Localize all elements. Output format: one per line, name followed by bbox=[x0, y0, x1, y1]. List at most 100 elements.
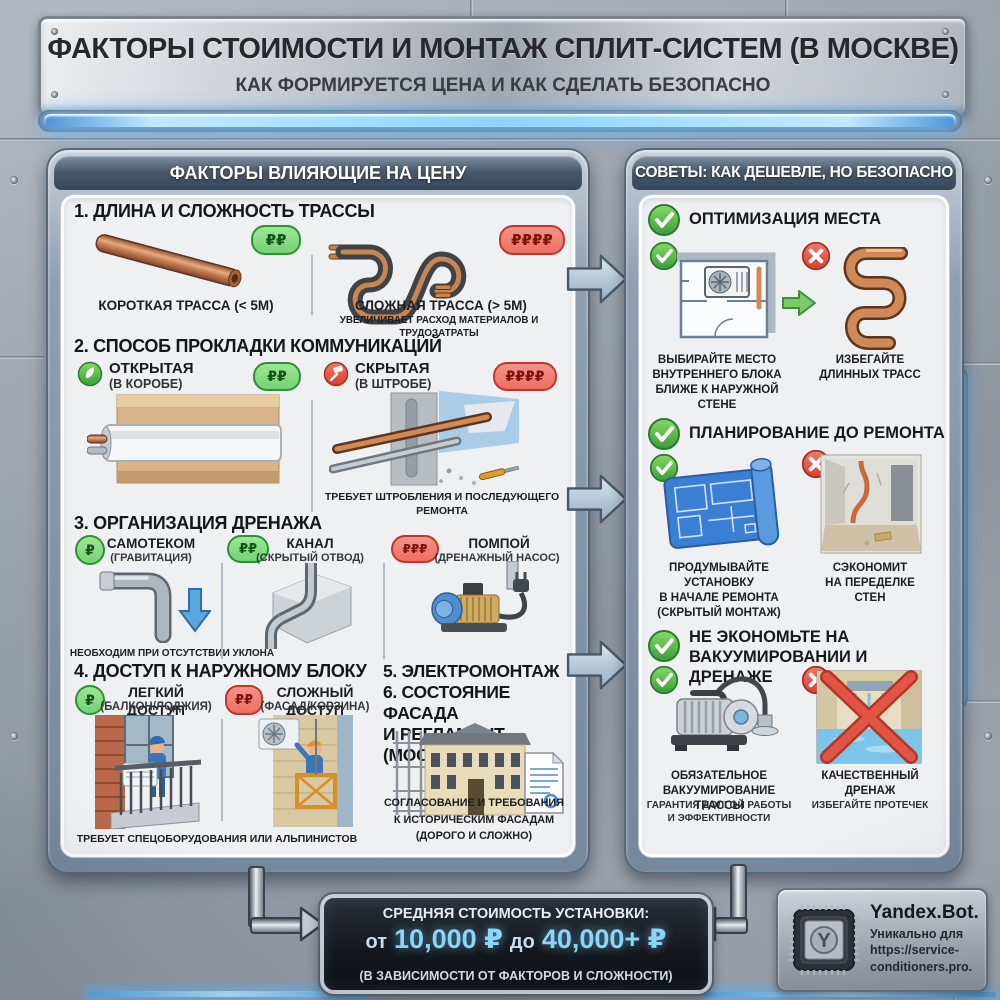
wavy-pipe-illustration bbox=[328, 244, 467, 325]
gravity-sublabel: (ГРАВИТАЦИЯ) bbox=[110, 552, 192, 564]
price-low-value: 10,000 ₽ bbox=[394, 924, 503, 954]
hard-access-note: ТРЕБУЕТ СПЕЦОБОРУДОВАНИЯ ИЛИ АЛЬПИНИСТОВ bbox=[76, 833, 358, 845]
hard-access-label: СЛОЖНЫЙ ДОСТУП bbox=[276, 684, 354, 719]
section3-title: 3. ОРГАНИЗАЦИЯ ДРЕНАЖА bbox=[74, 513, 322, 533]
tip3-bad-caption: КАЧЕСТВЕННЫЙ ДРЕНАЖ bbox=[821, 770, 919, 797]
tip2-heading: ПЛАНИРОВАНИЕ ДО РЕМОНТА bbox=[689, 424, 945, 442]
tips-panel-title: СОВЕТЫ: КАК ДЕШЕВЛЕ, НО БЕЗОПАСНО bbox=[632, 156, 956, 190]
wall-chase-illustration bbox=[329, 391, 520, 486]
price-badge-long-route: ₽₽₽₽ bbox=[499, 225, 565, 255]
green-arrow-icon bbox=[782, 290, 816, 316]
page-subtitle: КАК ФОРМИРУЕТСЯ ЦЕНА И КАК СДЕЛАТЬ БЕЗОП… bbox=[235, 75, 771, 96]
brand-name: Yandex.Bot. bbox=[870, 902, 979, 923]
tip3-good-note: ГАРАНТИЯ ДОЛГОЙ РАБОТЫ И ЭФФЕКТИВНОСТИ bbox=[646, 800, 792, 824]
screw bbox=[51, 28, 58, 35]
price-badge-pump: ₽₽₽ bbox=[391, 535, 439, 563]
balcony-illustration bbox=[95, 715, 201, 829]
average-cost-range: от 10,000 ₽ до 40,000+ ₽ bbox=[324, 924, 708, 955]
historic-building-illustration bbox=[393, 723, 565, 816]
price-to-word: до bbox=[509, 931, 535, 953]
long-route-caption: СЛОЖНАЯ ТРАССА (> 5М) bbox=[355, 298, 527, 313]
screw bbox=[10, 176, 18, 184]
pump-label: ПОМПОЙ bbox=[468, 536, 530, 551]
section2-title: 2. СПОСОБ ПРОКЛАДКИ КОММУНИКАЦИЙ bbox=[74, 336, 442, 356]
svg-text:Y: Y bbox=[817, 930, 831, 952]
tip2-good-caption: ПРОДУМЫВАЙТЕ УСТАНОВКУ В НАЧАЛЕ РЕМОНТА … bbox=[657, 562, 781, 619]
plate-seam bbox=[0, 356, 44, 359]
copper-pipe-illustration bbox=[95, 234, 242, 288]
price-high-value: 40,000+ ₽ bbox=[541, 924, 667, 954]
vacuum-pump-illustration bbox=[671, 676, 779, 751]
cross-icon bbox=[801, 241, 831, 271]
tips-card: ОПТИМИЗАЦИЯ МЕСТА bbox=[638, 194, 950, 858]
price-badge-open: ₽₽ bbox=[253, 362, 301, 391]
drain-elbow-illustration bbox=[99, 571, 211, 643]
neon-bar-top bbox=[44, 114, 956, 127]
brand-badge: Y Yandex.Bot. Уникально для https://serv… bbox=[776, 888, 988, 992]
open-routing-sublabel: (В КОРОБЕ) bbox=[109, 377, 183, 391]
check-icon bbox=[648, 418, 680, 450]
average-cost-note: (В ЗАВИСИМОСТИ ОТ ФАКТОРОВ И СЛОЖНОСТИ) bbox=[359, 969, 673, 983]
tip3-bad-note: ИЗБЕГАЙТЕ ПРОТЕЧЕК bbox=[811, 800, 929, 811]
hidden-routing-label: СКРЫТАЯ bbox=[355, 360, 430, 377]
easy-access-sublabel: (БАЛКОН/ЛОДЖИЯ) bbox=[100, 701, 212, 713]
neon-strip-bottom-left bbox=[88, 991, 370, 997]
neon-strip-bottom-right bbox=[702, 992, 996, 997]
check-icon bbox=[648, 204, 680, 236]
hidden-routing-note: ТРЕБУЕТ ШТРОБЛЕНИЯ И ПОСЛЕДУЮЩЕГО РЕМОНТ… bbox=[324, 491, 560, 517]
tip3-good-caption: ОБЯЗАТЕЛЬНОЕ ВАКУУМИРОВАНИЕ ТРАССЫ bbox=[662, 770, 776, 812]
long-route-note: УВЕЛИЧИВАЕТ РАСХОД МАТЕРИАЛОВ И ТРУДОЗАТ… bbox=[339, 315, 539, 339]
section1-title: 1. ДЛИНА И СЛОЖНОСТЬ ТРАССЫ bbox=[74, 201, 375, 221]
screw bbox=[942, 28, 949, 35]
long-coil-illustration bbox=[843, 247, 908, 350]
section4-title: 4. ДОСТУП К НАРУЖНОМУ БЛОКУ bbox=[74, 661, 367, 681]
factors-card: 1. ДЛИНА И СЛОЖНОСТЬ ТРАССЫ ₽₽ ₽₽₽₽ КОРО… bbox=[60, 194, 576, 858]
divider bbox=[221, 563, 223, 659]
drain-channel-illustration bbox=[265, 563, 352, 649]
hard-access-sublabel: (ФАСАД/КОРЗИНА) bbox=[260, 701, 370, 713]
facade-regulation-note: СОГЛАСОВАНИЕ И ТРЕБОВАНИЯ К ИСТОРИЧЕСКИМ… bbox=[384, 797, 564, 843]
divider bbox=[311, 400, 313, 512]
divider bbox=[311, 255, 313, 315]
plate-seam bbox=[952, 362, 1000, 365]
plate-seam bbox=[0, 138, 1000, 141]
tip1-heading: ОПТИМИЗАЦИЯ МЕСТА bbox=[689, 210, 882, 228]
average-cost-panel: СРЕДНЯЯ СТОИМОСТЬ УСТАНОВКИ: от 10,000 ₽… bbox=[318, 892, 714, 996]
tip3-heading: НЕ ЭКОНОМЬТЕ НА ВАКУУМИРОВАНИИ И ДРЕНАЖЕ bbox=[689, 628, 868, 687]
plate-seam bbox=[470, 0, 473, 16]
leaf-icon bbox=[77, 361, 103, 387]
blueprint-illustration bbox=[663, 458, 780, 549]
price-badge-hidden: ₽₽₽₽ bbox=[493, 362, 557, 391]
check-icon bbox=[648, 630, 680, 662]
leak-flood-illustration bbox=[816, 670, 922, 764]
screw bbox=[984, 732, 992, 740]
channel-sublabel: (СКРЫТЫЙ ОТВОД) bbox=[256, 552, 364, 564]
connector-arrowhead-right bbox=[299, 906, 325, 942]
factors-panel: ФАКТОРЫ ВЛИЯЮЩИЕ НА ЦЕНУ 1. ДЛИНА И СЛОЖ… bbox=[46, 148, 590, 874]
flow-arrow bbox=[566, 254, 628, 304]
drain-pump-illustration bbox=[431, 561, 529, 632]
hammer-icon bbox=[323, 361, 349, 387]
page-title: ФАКТОРЫ СТОИМОСТИ И МОНТАЖ СПЛИТ-СИСТЕМ … bbox=[47, 33, 959, 65]
cable-duct-illustration bbox=[87, 394, 282, 484]
gravity-label: САМОТЕКОМ bbox=[106, 536, 196, 551]
price-badge-channel: ₽₽ bbox=[227, 535, 269, 563]
price-from-word: от bbox=[365, 931, 388, 953]
facade-basket-illustration bbox=[258, 715, 353, 827]
screw bbox=[10, 732, 18, 740]
price-badge-hard-access: ₽₽ bbox=[225, 685, 263, 715]
screw bbox=[942, 91, 949, 98]
flow-arrow bbox=[566, 474, 628, 524]
divider bbox=[383, 563, 385, 659]
short-route-caption: КОРОТКАЯ ТРАССА (< 5М) bbox=[98, 298, 274, 313]
price-badge-easy-access: ₽ bbox=[75, 685, 105, 715]
tips-panel: СОВЕТЫ: КАК ДЕШЕВЛЕ, НО БЕЗОПАСНО ОПТИМИ… bbox=[624, 148, 964, 874]
tip1-good-caption: ВЫБИРАЙТЕ МЕСТО ВНУТРЕННЕГО БЛОКА БЛИЖЕ … bbox=[652, 354, 782, 411]
hidden-routing-sublabel: (В ШТРОБЕ) bbox=[355, 377, 432, 391]
tip1-bad-caption: ИЗБЕГАЙТЕ ДЛИННЫХ ТРАСС bbox=[819, 354, 921, 381]
channel-label: КАНАЛ bbox=[286, 536, 334, 551]
divider bbox=[221, 719, 223, 821]
section5-title: 5. ЭЛЕКТРОМОНТАЖ bbox=[383, 661, 560, 681]
price-badge-gravity: ₽ bbox=[75, 535, 105, 565]
